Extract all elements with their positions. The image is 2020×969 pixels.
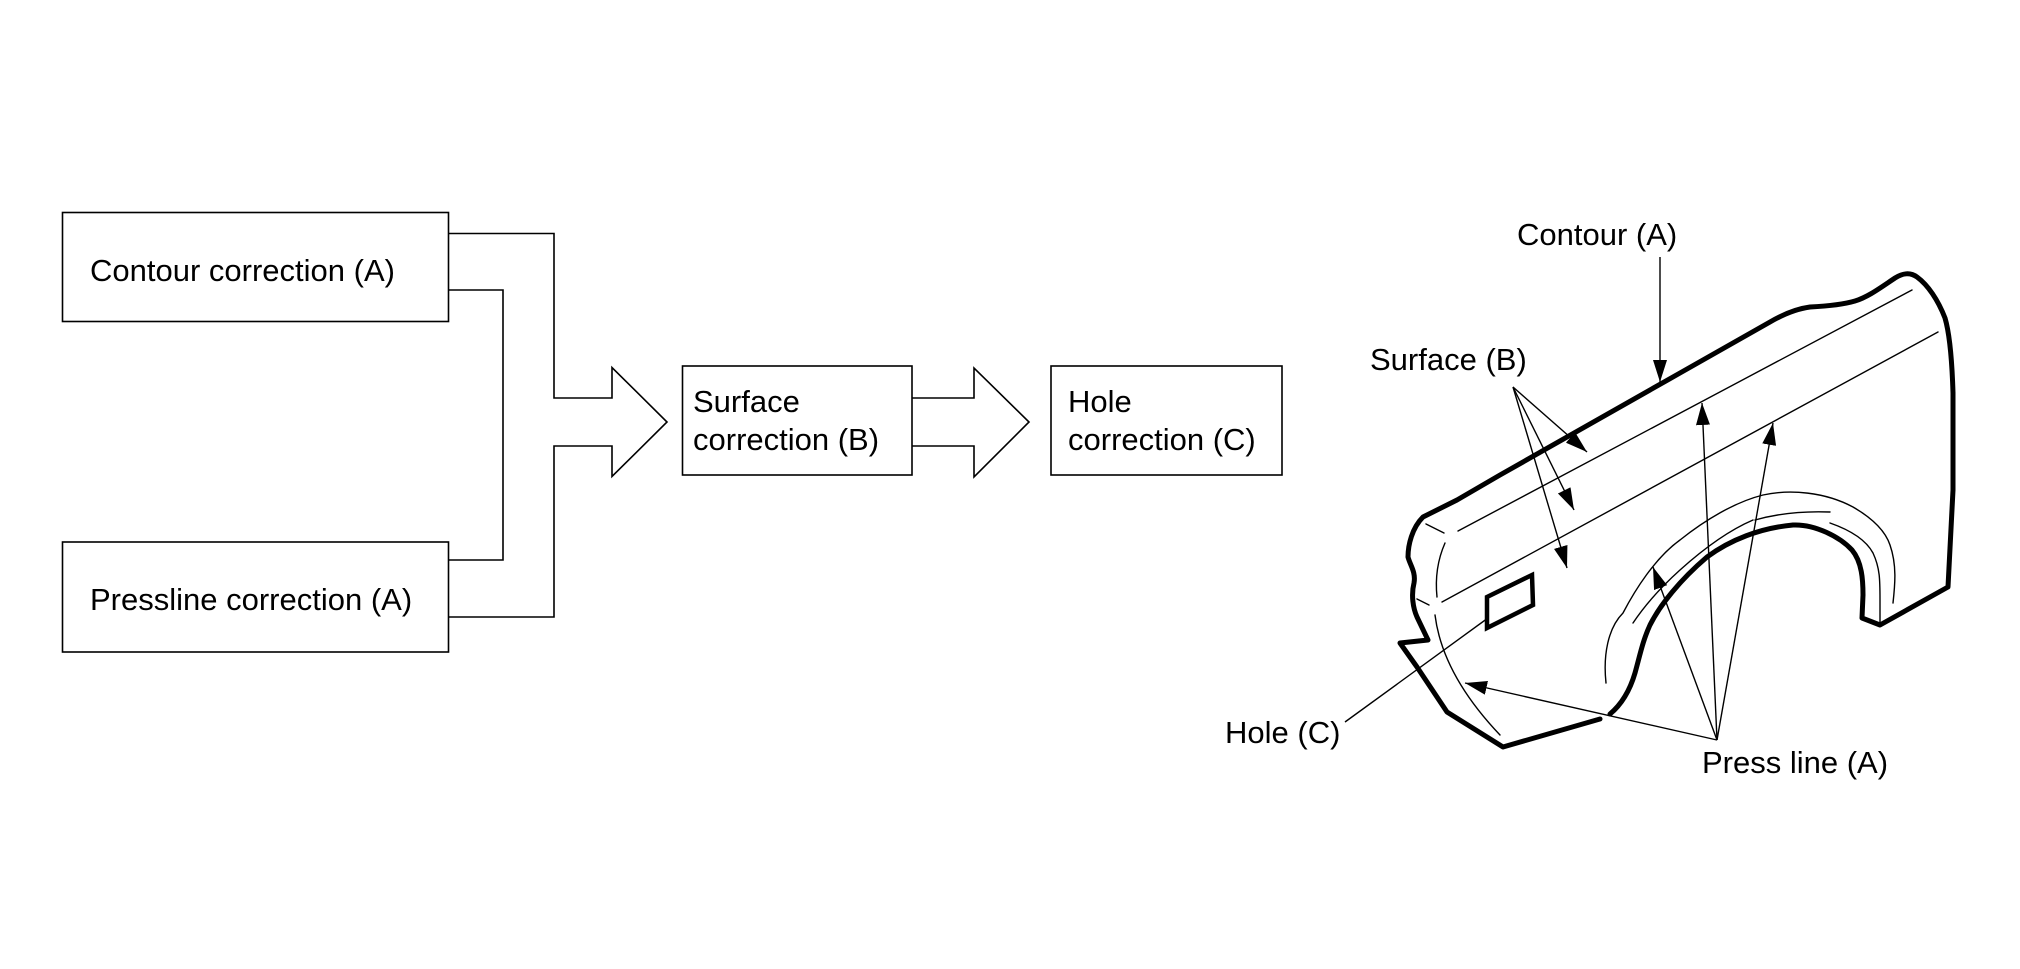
hole-correction-box bbox=[1050, 365, 1283, 476]
arrow-surface-to-hole bbox=[912, 366, 1031, 479]
hole-leader-line bbox=[1344, 617, 1489, 723]
corner-tick-upper bbox=[1425, 523, 1445, 534]
press-line-leader-arrow-1 bbox=[1695, 402, 1718, 741]
pressline-correction-label: Pressline correction (A) bbox=[90, 582, 412, 617]
fender-outer-contour bbox=[1397, 271, 1956, 750]
corner-tick-lower bbox=[1416, 598, 1430, 606]
surface-leader-arrow-2 bbox=[1512, 386, 1575, 511]
contour-correction-label: Contour correction (A) bbox=[90, 253, 395, 288]
wheel-arch-inner-line-top bbox=[1754, 511, 1831, 521]
press-line-upper bbox=[1457, 289, 1913, 532]
hole-outline bbox=[1484, 571, 1536, 632]
press-line-leader-arrow-2 bbox=[1716, 422, 1777, 741]
front-inner-curve-upper bbox=[1435, 542, 1446, 598]
contour-callout-label: Contour (A) bbox=[1517, 217, 1677, 252]
hole-correction-label-line1: Hole bbox=[1068, 384, 1132, 419]
pressline-correction-box bbox=[61, 541, 450, 653]
wheel-arch-inner-line-right bbox=[1829, 522, 1881, 624]
hole-correction-label-line2: correction (C) bbox=[1068, 422, 1256, 457]
fender-illustration: Contour (A) Surface (B) Hole (C) Press l… bbox=[1225, 217, 1956, 780]
surface-leader-arrow-1 bbox=[1512, 386, 1588, 453]
surface-correction-label-line2: correction (B) bbox=[693, 422, 879, 457]
press-line-leader-arrow-4 bbox=[1464, 681, 1718, 741]
surface-callout-label: Surface (B) bbox=[1370, 342, 1527, 377]
merge-arrow-to-surface bbox=[448, 232, 669, 618]
front-inner-curve-lower bbox=[1434, 614, 1501, 736]
pressline-link-connector bbox=[448, 289, 504, 561]
wheel-arch-outer-line bbox=[1604, 491, 1896, 684]
press-line-leader-arrow-3 bbox=[1652, 566, 1718, 741]
surface-correction-box bbox=[681, 365, 913, 476]
contour-correction-box bbox=[61, 211, 450, 323]
surface-leader-arrow-3 bbox=[1512, 386, 1568, 569]
correction-flowchart: Contour correction (A) Pressline correct… bbox=[61, 211, 1283, 653]
hole-callout-label: Hole (C) bbox=[1225, 715, 1340, 750]
press-line-callout-label: Press line (A) bbox=[1702, 745, 1888, 780]
surface-correction-label-line1: Surface bbox=[693, 384, 800, 419]
wheel-arch-inner-line-left bbox=[1632, 519, 1754, 624]
press-line-lower bbox=[1441, 331, 1939, 603]
